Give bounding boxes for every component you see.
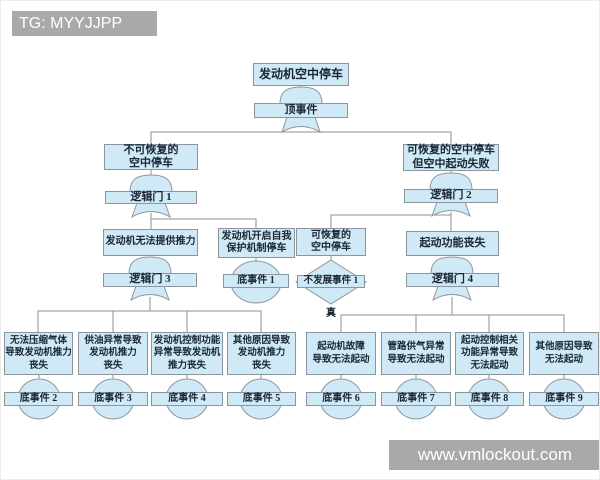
node-cause-other-thrust: 其他原因导致 发动机推力 丧失 xyxy=(227,332,296,375)
label-basic-event-2: 底事件 2 xyxy=(4,392,73,406)
node-cause-engine-control: 发动机控制功能 异常导致发动机 推力丧失 xyxy=(151,332,223,375)
node-cause-fuel-supply: 供油异常导致 发动机推力 丧失 xyxy=(78,332,148,375)
label-gate-2: 逻辑门 2 xyxy=(404,189,498,203)
node-cause-compression: 无法压缩气体 导致发动机推力 丧失 xyxy=(4,332,73,375)
node-self-protection-shutdown: 发动机开启自我 保护机制停车 xyxy=(218,228,295,258)
gate2-icon xyxy=(431,201,471,218)
undeveloped-event-true-note: 真 xyxy=(326,308,336,319)
label-basic-event-5: 底事件 5 xyxy=(227,392,296,406)
label-basic-event-3: 底事件 3 xyxy=(78,392,148,406)
or-gate-shapes xyxy=(128,86,474,302)
node-start-function-lost: 起动功能丧失 xyxy=(406,231,499,256)
label-basic-event-4: 底事件 4 xyxy=(151,392,223,406)
gate1-icon xyxy=(131,202,171,219)
label-basic-event-1: 底事件 1 xyxy=(223,274,289,288)
label-basic-event-6: 底事件 6 xyxy=(306,392,376,406)
gate3-icon xyxy=(128,256,172,275)
label-undeveloped-event-1: 不发展事件 1 xyxy=(297,275,365,288)
top-gate-icon xyxy=(281,116,321,134)
gate1-icon xyxy=(129,174,173,193)
label-gate-4: 逻辑门 4 xyxy=(406,273,499,287)
gate2-icon xyxy=(429,172,473,191)
node-recoverable-restart-failed: 可恢复的空中停车 但空中起动失败 xyxy=(403,144,499,171)
node-cause-other-start: 其他原因导致 无法起动 xyxy=(529,332,599,375)
label-top-gate: 顶事件 xyxy=(254,103,348,118)
watermark-telegram: TG: MYYJJPP xyxy=(12,11,157,36)
label-gate-3: 逻辑门 3 xyxy=(103,273,197,287)
node-no-thrust: 发动机无法提供推力 xyxy=(103,229,198,256)
label-gate-1: 逻辑门 1 xyxy=(105,191,197,204)
label-basic-event-7: 底事件 7 xyxy=(381,392,451,406)
node-cause-air-supply: 管路供气异常 导致无法起动 xyxy=(381,332,451,375)
gate3-icon xyxy=(130,285,170,302)
node-cause-start-control: 起动控制相关 功能异常导致 无法起动 xyxy=(455,332,524,375)
label-basic-event-8: 底事件 8 xyxy=(455,392,524,406)
node-cause-starter-failure: 起动机故障 导致无法起动 xyxy=(306,332,376,375)
node-recoverable-shutdown: 可恢复的 空中停车 xyxy=(296,228,366,256)
gate4-icon xyxy=(432,285,472,302)
top-gate-icon xyxy=(279,86,323,105)
node-unrecoverable-shutdown: 不可恢复的 空中停车 xyxy=(104,144,198,170)
label-basic-event-9: 底事件 9 xyxy=(529,392,599,406)
node-top-event: 发动机空中停车 xyxy=(253,63,349,86)
watermark-website: www.vmlockout.com xyxy=(389,440,599,470)
gate4-icon xyxy=(430,256,474,275)
